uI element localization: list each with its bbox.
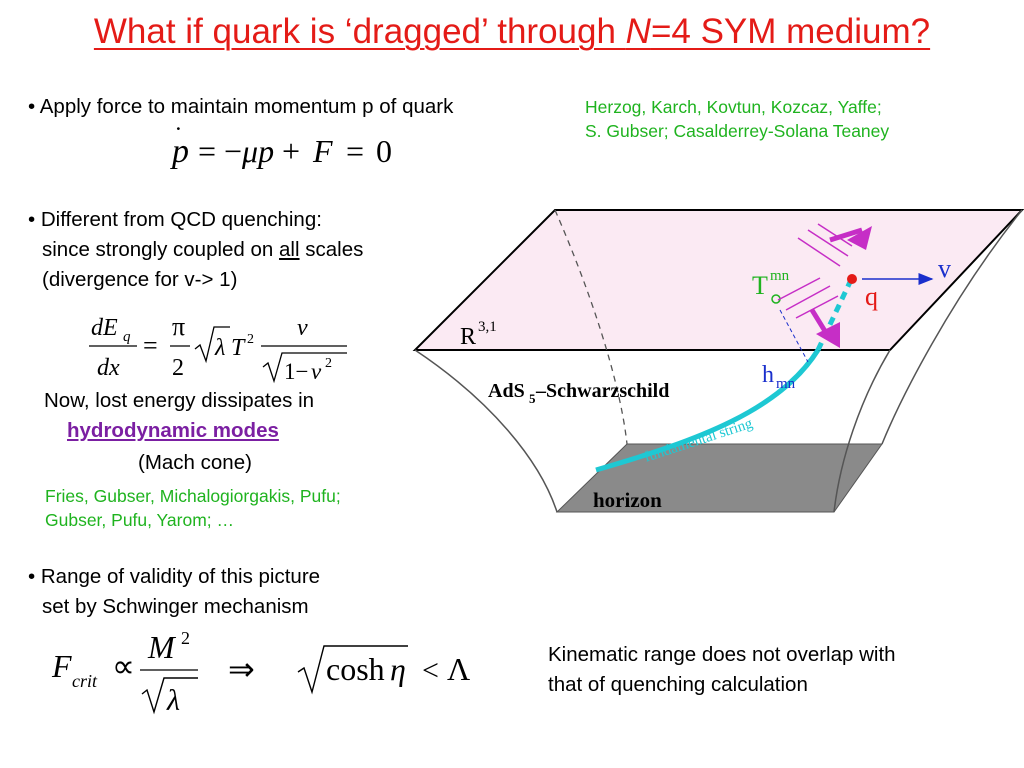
references-mid: Fries, Gubser, Michalogiorgakis, Pufu; G… [45,484,341,532]
bulk-wall-right [833,349,891,513]
eq2-sqrt-2 [262,352,347,384]
reference-line: Herzog, Karch, Kovtun, Kozcaz, Yaffe; [585,97,882,117]
eq3-lambda: λ [166,684,180,717]
wavefronts [777,223,853,319]
eq3-sup-2: 2 [181,628,190,648]
eq-zero: 0 [376,133,392,169]
arrow-down-head [816,322,840,348]
label-t-sup: mn [770,268,790,284]
eq-F: F [312,133,333,169]
bullet-line: • Range of validity of this picture [28,565,321,588]
eq-mu-p: μp [241,133,274,169]
eq2-dx: dx [97,355,120,381]
eq2-lambda: λ [214,335,225,361]
eq2-T: T [231,335,246,361]
eq3-crit: crit [72,671,98,691]
eq2-dEq: dE [91,315,118,341]
bullet-line: (divergence for v-> 1) [42,268,238,291]
equation-energy-loss: dE q dx = π 2 λ T 2 v 1− v 2 [89,312,347,384]
eq3-implies: ⇒ [228,651,255,687]
slide-title: What if quark is ‘dragged’ through N=4 S… [93,12,931,51]
eq3-sqrt-2 [297,645,408,695]
eq2-two: 2 [172,355,184,381]
eq2-v: v [297,315,308,341]
fundamental-string [595,348,821,473]
bullet-qcd-quenching: • Different from QCD quenching: since st… [28,205,363,295]
hydrodynamic-modes-link[interactable]: hydrodynamic modes [67,419,279,442]
mach-cone-text: (Mach cone) [138,451,252,474]
boundary-brane [412,209,1024,351]
eq2-sub-q: q [123,329,131,345]
dissipation-line: Now, lost energy dissipates in [44,389,315,412]
eq2-v2: v [311,359,322,384]
eq3-eta: η [390,651,406,687]
label-ads: AdS [488,380,525,402]
bullet-line: • Different from QCD quenching: [28,208,322,231]
label-q: q [865,282,878,311]
eq-minus: − [224,133,242,169]
label-h: h [762,362,774,388]
eq3-cosh: cosh [326,651,385,687]
reference-line: Fries, Gubser, Michalogiorgakis, Pufu; [45,486,341,506]
bullet-line: set by Schwinger mechanism [42,595,309,618]
bulk-wall-left [414,349,558,513]
eq2-sqrt [194,326,230,364]
eq2-sup-2: 2 [247,332,254,347]
bullet-apply-force: • Apply force to maintain momentum p of … [28,95,454,118]
eq-p: p [170,133,189,170]
eq-plus: + [282,133,300,169]
references-top: Herzog, Karch, Kovtun, Kozcaz, Yaffe; S.… [585,95,889,143]
label-horizon: horizon [593,488,662,512]
eq2-one-minus: 1− [284,359,308,384]
kinematic-line: that of quenching calculation [548,673,808,696]
eq3-Lambda: Λ [447,651,470,687]
kinematic-note: Kinematic range does not overlap with th… [548,640,896,700]
arrow-up-right-head [847,226,872,250]
bullet-line: since strongly coupled on all scales [42,238,364,261]
eq3-propto: ∝ [112,648,135,684]
reference-line: Gubser, Pufu, Yarom; … [45,510,235,530]
ads-diagram: v q T mn h mn R 3,1 AdS 5 –Schwarzschild… [412,209,1024,513]
eq3-F: F [51,648,72,684]
bulk-wall-back-right [881,209,1023,445]
eq3-less: < [422,654,439,687]
arrow-up-right [829,227,863,243]
label-r31: R [460,324,476,350]
reference-line: S. Gubser; Casalderrey-Solana Teaney [585,121,890,141]
label-r31-sup: 3,1 [478,319,497,335]
quark-dot [847,274,857,284]
label-ads-sub: 5 [529,391,536,406]
eq3-sqrt [141,677,198,715]
label-ads-post: –Schwarzschild [535,380,669,402]
bulk-wall-back-left [554,209,628,445]
kinematic-line: Kinematic range does not overlap with [548,643,896,666]
eq3-M: M [147,629,177,665]
eq2-sup-2b: 2 [325,356,332,371]
eq2-equals: = [143,331,158,360]
h-mn-line [779,309,809,363]
equation-force-balance: p ˙ = − μp + F = 0 [170,125,392,170]
eq-equals: = [198,133,216,169]
label-t: T [752,271,768,300]
eq-equals-2: = [346,133,364,169]
eq-dot: ˙ [174,125,183,151]
fundamental-string-dashed [815,280,853,352]
label-h-sub: mn [776,376,796,392]
label-v: v [938,254,951,283]
eq2-pi: π [172,312,185,341]
bullet-range-validity: • Range of validity of this picture set … [28,562,320,622]
equation-schwinger: F crit ∝ M 2 λ ⇒ cosh η < Λ [51,628,470,717]
